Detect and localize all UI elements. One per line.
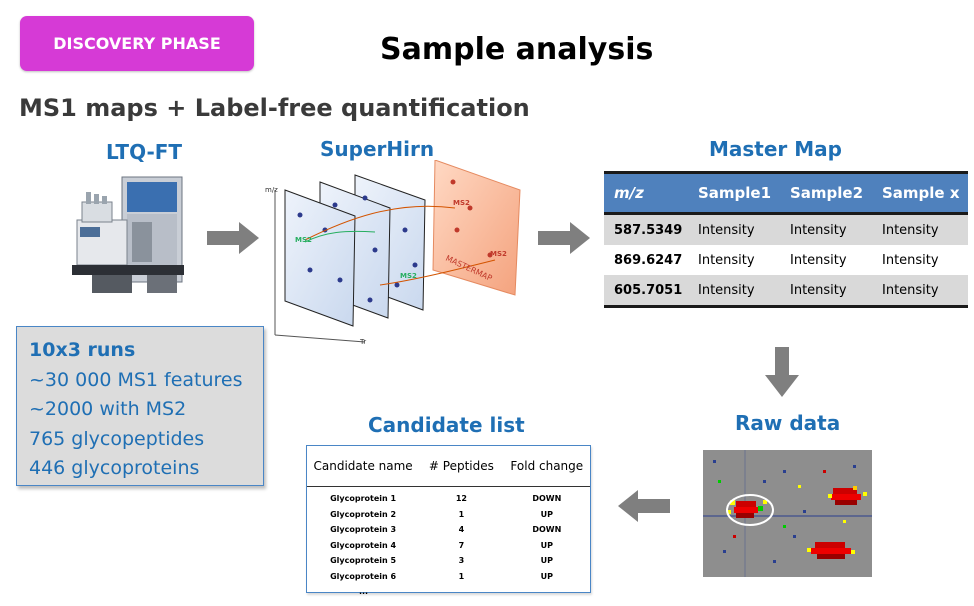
cell-peptides: 3 — [458, 556, 465, 566]
header-sample1: Sample1 — [698, 184, 772, 202]
cell-peptides: 4 — [458, 525, 465, 535]
header-candidate-name: Candidate name — [313, 459, 413, 473]
instrument-label: LTQ-FT — [106, 140, 183, 164]
stat-ms1-features: ~30 000 MS1 features — [29, 368, 243, 391]
candidate-list-table: Candidate name # Peptides Fold change Gl… — [306, 445, 591, 596]
table-row: Glycoprotein 3 4 DOWN — [307, 522, 590, 538]
cell-intensity: Intensity — [882, 282, 939, 298]
cell-mz: 605.7051 — [614, 282, 683, 298]
slide-title: Sample analysis — [380, 32, 654, 67]
table-row: 587.5349 Intensity Intensity Intensity — [604, 215, 968, 245]
cell-fold-change: UP — [540, 540, 553, 550]
cell-candidate: Glycoprotein 6 — [330, 571, 397, 581]
stat-ms2: ~2000 with MS2 — [29, 398, 187, 420]
cell-peptides: 7 — [458, 540, 465, 550]
master-map-label: Master Map — [709, 137, 842, 161]
cell-candidate: Glycoprotein 5 — [330, 556, 397, 566]
tr-axis-label: Tr — [359, 338, 366, 345]
table-row: Glycoprotein 5 3 UP — [307, 553, 590, 569]
cell-intensity: Intensity — [698, 252, 755, 268]
table-row: Glycoprotein 2 1 UP — [307, 507, 590, 523]
cell-intensity: Intensity — [698, 222, 755, 238]
superhirn-ms-maps-diagram: m/z Tr MS2 MS2 MS2 MS2 MASTERMAP — [265, 160, 521, 345]
arrow-left-icon — [618, 490, 670, 522]
master-map-table: m/z Sample1 Sample2 Sample x 587.5349 In… — [604, 171, 968, 308]
raw-data-label: Raw data — [735, 411, 841, 435]
cell-candidate: Glycoprotein 4 — [330, 540, 397, 550]
stat-glycoproteins: 446 glycoproteins — [29, 457, 200, 479]
arrow-right-icon — [207, 222, 259, 254]
ms2-label-green-2: MS2 — [400, 272, 417, 280]
cell-fold-change: DOWN — [532, 494, 562, 504]
cell-fold-change: UP — [540, 556, 553, 566]
table-row: Glycoprotein 1 12 DOWN — [307, 491, 590, 507]
cell-mz: 869.6247 — [614, 252, 683, 268]
arrow-down-icon — [765, 347, 799, 397]
table-row: 605.7051 Intensity Intensity Intensity — [604, 275, 968, 308]
cell-fold-change: DOWN — [532, 525, 562, 535]
header-peptides: # Peptides — [428, 459, 494, 473]
cell-candidate: Glycoprotein 1 — [330, 494, 397, 504]
master-map-header-row: m/z Sample1 Sample2 Sample x — [604, 171, 968, 215]
cell-candidate: Glycoprotein 3 — [330, 525, 397, 535]
table-row-ellipsis: ... — [307, 584, 590, 600]
table-row: Glycoprotein 6 1 UP — [307, 569, 590, 585]
discovery-phase-badge: DISCOVERY PHASE — [20, 16, 254, 71]
cell-intensity: Intensity — [882, 252, 939, 268]
ms2-label-red: MS2 — [453, 199, 470, 207]
header-sample2: Sample2 — [790, 184, 864, 202]
cell-fold-change: UP — [540, 509, 553, 519]
cell-peptides: 1 — [458, 571, 465, 581]
cell-fold-change: UP — [540, 571, 553, 581]
header-fold-change: Fold change — [510, 459, 584, 473]
slide-subtitle: MS1 maps + Label-free quantification — [19, 94, 530, 122]
cell-intensity: Intensity — [882, 222, 939, 238]
table-row: Glycoprotein 4 7 UP — [307, 538, 590, 554]
arrow-right-icon — [538, 222, 590, 254]
cell-intensity: Intensity — [790, 222, 847, 238]
candidate-list-label: Candidate list — [368, 413, 525, 437]
cell-intensity: Intensity — [790, 252, 847, 268]
cell-intensity: Intensity — [790, 282, 847, 298]
raw-data-heatmap-image — [703, 450, 872, 577]
cell-ellipsis: ... — [358, 587, 369, 597]
table-row: 869.6247 Intensity Intensity Intensity — [604, 245, 968, 275]
mass-spectrometer-image — [72, 176, 184, 293]
stat-runs: 10x3 runs — [29, 339, 136, 361]
software-label: SuperHirn — [320, 137, 435, 161]
run-statistics-box: 10x3 runs ~30 000 MS1 features ~2000 wit… — [16, 326, 264, 486]
stat-glycopeptides: 765 glycopeptides — [29, 427, 205, 450]
ms2-label-green: MS2 — [295, 236, 312, 244]
candidate-header-row: Candidate name # Peptides Fold change — [307, 446, 590, 487]
cell-candidate: Glycoprotein 2 — [330, 509, 397, 519]
cell-mz: 587.5349 — [614, 222, 683, 238]
ms2-label-red-2: MS2 — [490, 250, 507, 258]
header-sample-x: Sample x — [882, 184, 960, 202]
mz-axis-label: m/z — [265, 186, 278, 194]
cell-intensity: Intensity — [698, 282, 755, 298]
header-mz: m/z — [614, 184, 644, 202]
cell-peptides: 1 — [458, 509, 465, 519]
cell-peptides: 12 — [455, 494, 467, 504]
